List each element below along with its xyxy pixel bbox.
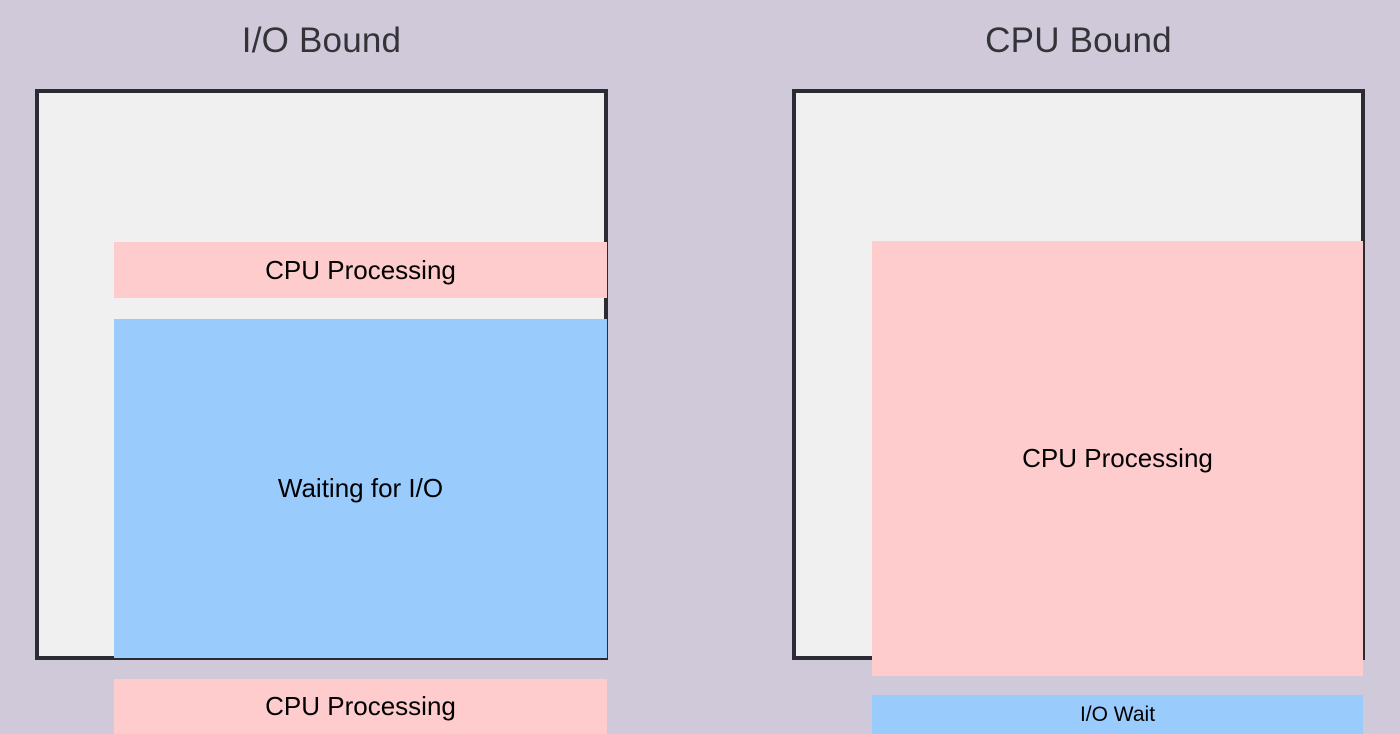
block-io-wait: I/O Wait xyxy=(872,695,1363,734)
block-label: CPU Processing xyxy=(265,691,456,721)
block-label: CPU Processing xyxy=(265,254,456,285)
panel-cpu-bound: CPU Bound CPU Processing I/O Wait xyxy=(757,0,1400,734)
block-label: Waiting for I/O xyxy=(277,473,444,503)
timeline-box-io-bound: CPU Processing Waiting for I/O CPU Proce… xyxy=(35,89,608,734)
block-label: CPU Processing xyxy=(1022,443,1213,473)
block-waiting-for-io: Waiting for I/O xyxy=(114,319,607,658)
panel-io-bound: I/O Bound CPU Processing Waiting for I/O… xyxy=(0,0,643,734)
panel-title-cpu-bound: CPU Bound xyxy=(985,21,1172,60)
timeline-box-cpu-bound: CPU Processing I/O Wait xyxy=(792,89,1365,734)
block-cpu-processing-main: CPU Processing xyxy=(872,241,1363,676)
panel-title-io-bound: I/O Bound xyxy=(241,21,402,60)
block-label: I/O Wait xyxy=(1079,702,1156,726)
block-cpu-processing-top: CPU Processing xyxy=(114,242,607,298)
block-cpu-processing-bottom: CPU Processing xyxy=(114,679,607,734)
